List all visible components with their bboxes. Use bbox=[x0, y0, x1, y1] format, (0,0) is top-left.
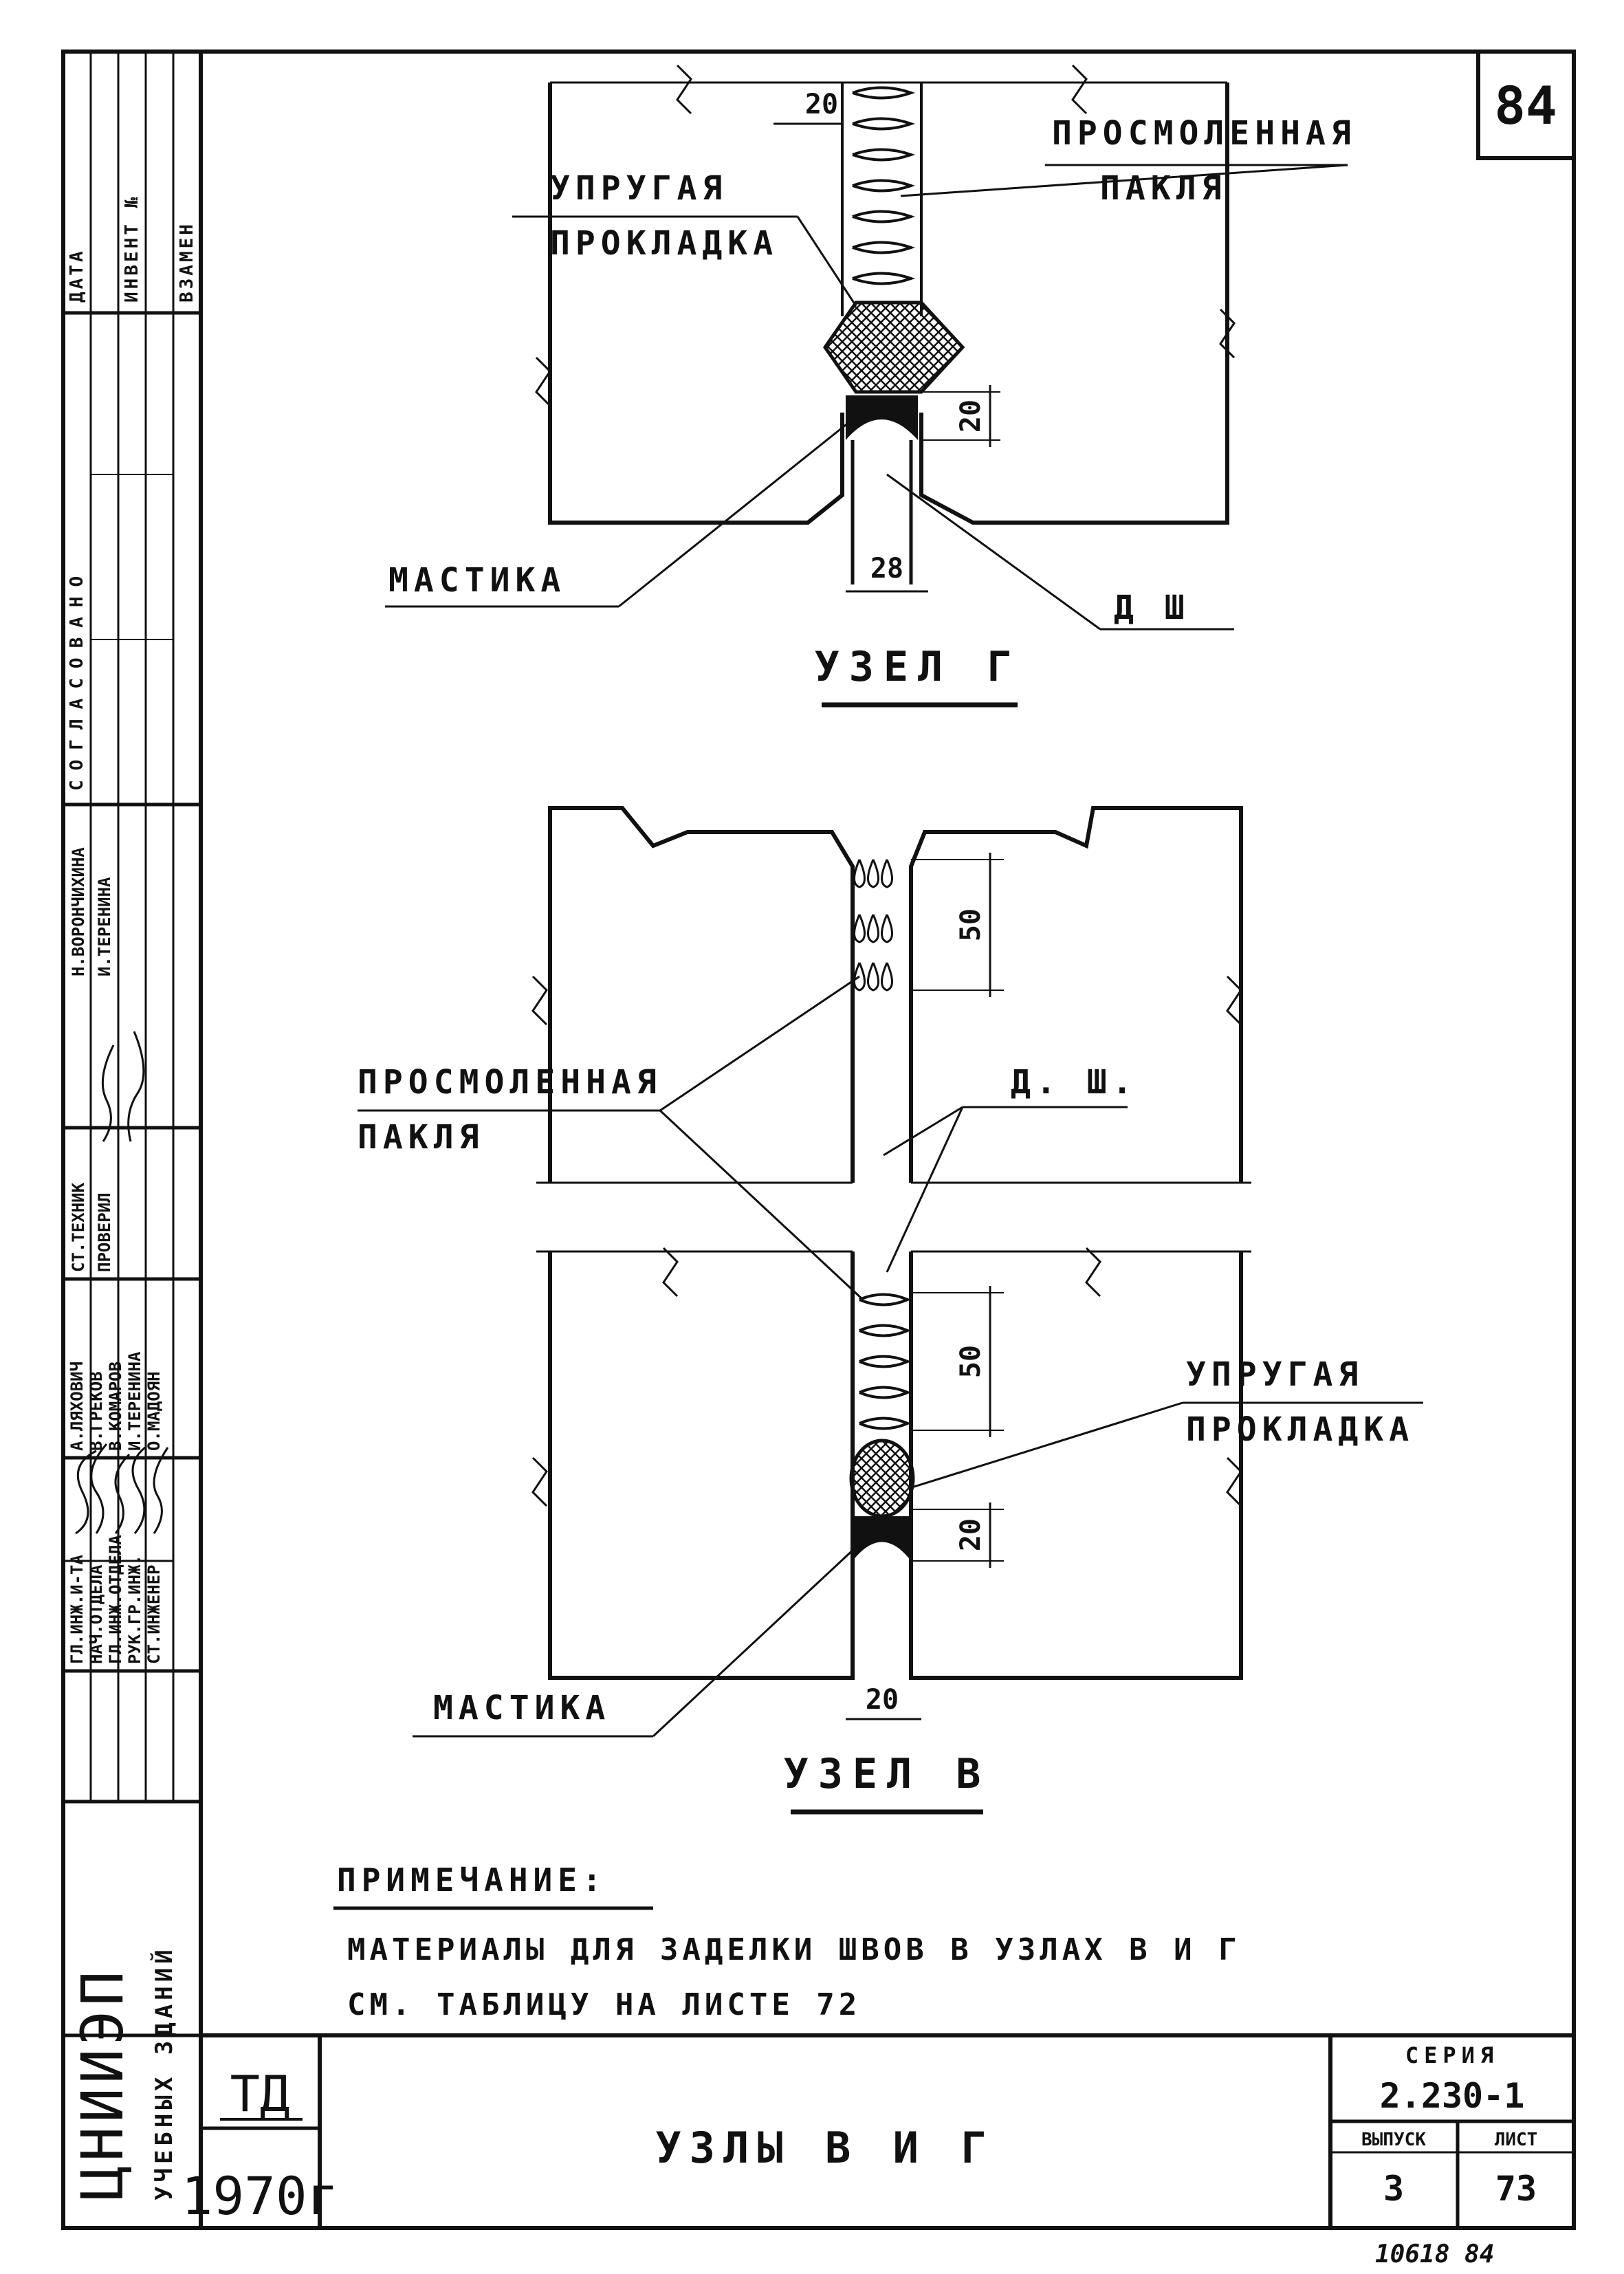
detail-g-label-pad-1: УПРУГАЯ bbox=[550, 169, 727, 208]
detail-v-upper-left-panel bbox=[548, 806, 855, 1183]
stamp-check-role: ПРОВЕРИЛ bbox=[95, 1192, 114, 1272]
detail-g-tow-coils bbox=[852, 86, 916, 285]
detail-v-break-marks bbox=[531, 975, 1242, 1507]
detail-g-title: УЗЕЛ Г bbox=[815, 643, 1022, 691]
drawing-title: УЗЛЫ В И Г bbox=[655, 2123, 994, 2173]
stamp-name-1: А.ЛЯХОВИЧ bbox=[67, 1362, 87, 1451]
stamp-name-4: И.ТЕРЕНИНА bbox=[125, 1351, 144, 1451]
detail-g-elastic-pad bbox=[822, 300, 965, 394]
series-value: 2.230-1 bbox=[1380, 2076, 1525, 2116]
org-name: ЦНИИЭП bbox=[69, 1967, 136, 2200]
stamp-name-2: В.ГРЕКОВ bbox=[87, 1371, 106, 1451]
detail-g-label-gap: Д Ш bbox=[1114, 589, 1190, 627]
detail-v-dim-lower-tow: 50 bbox=[955, 1345, 987, 1378]
signature-scribble-2 bbox=[75, 1443, 169, 1535]
detail-g-break-marks bbox=[535, 64, 1236, 407]
detail-g-dim-bottom: 28 bbox=[870, 553, 903, 584]
stamp-role-4: РУК.ГР.ИНЖ. bbox=[125, 1555, 144, 1664]
detail-v-label-tow-1: ПРОСМОЛЕННАЯ bbox=[358, 1063, 662, 1102]
stamp-header-inventory: ИНВЕНТ № bbox=[122, 195, 142, 303]
stamp-name-5: О.МАДОЯН bbox=[144, 1371, 164, 1451]
detail-v-label-pad-1: УПРУГАЯ bbox=[1186, 1355, 1363, 1394]
title-block: ТД 1970г УЗЛЫ В И Г СЕРИЯ 2.230-1 ВЫПУСК… bbox=[182, 2033, 1574, 2228]
org-block: ЦНИИЭП УЧЕБНЫХ ЗДАНИЙ bbox=[69, 1945, 178, 2200]
sheet-value: 73 bbox=[1495, 2169, 1537, 2209]
stamp-role-2: НАЧ.ОТДЕЛА bbox=[87, 1564, 106, 1664]
stamp-header-replaces: ВЗАМЕН bbox=[177, 221, 197, 303]
stamp-header-date: ДАТА bbox=[67, 248, 87, 303]
stamp-tech-role: СТ.ТЕХНИК bbox=[69, 1182, 88, 1272]
doc-year: 1970г bbox=[182, 2165, 339, 2227]
side-stamp: ДАТА ИНВЕНТ № ВЗАМЕН СОГЛАСОВАНО СТ.ТЕХН… bbox=[63, 52, 201, 2037]
page-number: 84 bbox=[1494, 75, 1557, 136]
detail-v-upper-tow-coils bbox=[853, 859, 893, 992]
detail-g-dim-pad: 20 bbox=[955, 400, 987, 433]
note-block: ПРИМЕЧАНИЕ: МАТЕРИАЛЫ ДЛЯ ЗАДЕЛКИ ШВОВ В… bbox=[333, 1861, 1241, 2022]
stamp-tech-name: Н.ВОРОНЧИХИНА bbox=[69, 847, 88, 976]
detail-v-upper-right-panel bbox=[909, 806, 1243, 1183]
stamp-role-5: СТ.ИНЖЕНЕР bbox=[144, 1565, 164, 1665]
stamp-check-name: И.ТЕРЕНИНА bbox=[95, 877, 114, 976]
note-line-2: СМ. ТАБЛИЦУ НА ЛИСТЕ 72 bbox=[347, 1987, 861, 2022]
org-subtitle: УЧЕБНЫХ ЗДАНИЙ bbox=[150, 1945, 178, 2200]
doc-code: ТД bbox=[230, 2065, 290, 2123]
detail-g-mastic bbox=[846, 395, 918, 440]
detail-g-dim-top: 20 bbox=[805, 89, 838, 120]
detail-v-label-pad-2: ПРОКЛАДКА bbox=[1186, 1410, 1414, 1449]
issue-value: 3 bbox=[1383, 2169, 1404, 2209]
note-line-1: МАТЕРИАЛЫ ДЛЯ ЗАДЕЛКИ ШВОВ В УЗЛАХ В И Г bbox=[347, 1932, 1241, 1967]
stamp-agreed: СОГЛАСОВАНО bbox=[67, 567, 87, 791]
page-number-box: 84 bbox=[1476, 50, 1576, 160]
detail-v-label-mastic: МАСТИКА bbox=[433, 1689, 611, 1727]
detail-g-label-mastic: МАСТИКА bbox=[388, 561, 566, 600]
sheet-frame bbox=[61, 50, 1576, 2230]
stamp-role-3: ГЛ.ИНЖ.ОТДЕЛА bbox=[106, 1535, 125, 1664]
detail-v-title: УЗЕЛ В bbox=[784, 1750, 991, 1798]
detail-v: 50 50 20 20 ПРОСМОЛЕННАЯ ПАКЛЯ Д. Ш. УПР… bbox=[358, 806, 1423, 1815]
detail-v-label-gap: Д. Ш. bbox=[1011, 1063, 1138, 1102]
detail-g-gap-walls bbox=[851, 440, 913, 584]
detail-v-dim-upper-tow: 50 bbox=[955, 908, 987, 941]
series-label: СЕРИЯ bbox=[1405, 2042, 1499, 2068]
issue-label: ВЫПУСК bbox=[1361, 2130, 1426, 2150]
detail-v-mastic bbox=[853, 1516, 911, 1561]
detail-v-dim-pad: 20 bbox=[955, 1518, 987, 1551]
detail-g-left-panel bbox=[548, 83, 844, 525]
detail-g-label-tow-1: ПРОСМОЛЕННАЯ bbox=[1052, 114, 1357, 153]
detail-v-lower-left-panel bbox=[548, 1251, 855, 1680]
detail-v-dim-bottom: 20 bbox=[866, 1684, 899, 1716]
signature-scribble-1 bbox=[101, 1031, 145, 1142]
detail-v-lower-right-panel bbox=[909, 1251, 1243, 1680]
detail-g-label-tow-2: ПАКЛЯ bbox=[1100, 169, 1227, 208]
stamp-role-1: ГЛ.ИНЖ.И-ТА bbox=[67, 1555, 87, 1664]
detail-g-right-panel bbox=[919, 83, 1229, 525]
footer-note: 10618 84 bbox=[1375, 2240, 1494, 2268]
stamp-name-3: В.КОМАРОВ bbox=[106, 1362, 125, 1451]
note-heading: ПРИМЕЧАНИЕ: bbox=[337, 1861, 607, 1899]
detail-g-label-pad-2: ПРОКЛАДКА bbox=[550, 224, 778, 263]
detail-g: 20 20 28 ПРОСМОЛЕННАЯ ПАКЛЯ УПРУГАЯ ПРОК… bbox=[385, 64, 1357, 708]
detail-v-label-tow-2: ПАКЛЯ bbox=[358, 1118, 485, 1157]
sheet-label: ЛИСТ bbox=[1495, 2130, 1538, 2150]
detail-v-elastic-pad bbox=[849, 1439, 915, 1518]
detail-v-lower-tow-coils bbox=[859, 1293, 912, 1430]
